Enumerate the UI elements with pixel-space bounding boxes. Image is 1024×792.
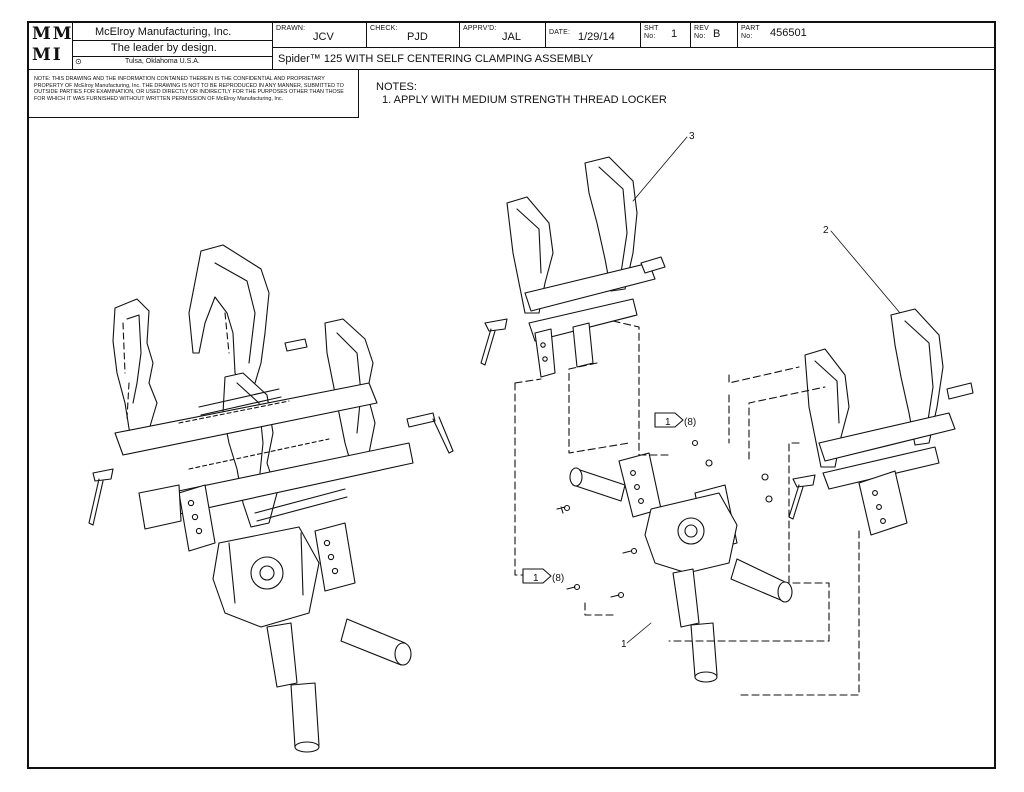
clamp-bars bbox=[114, 382, 414, 516]
rear-center-jaw bbox=[188, 244, 270, 390]
rev-value: B bbox=[713, 28, 721, 40]
date-value: 1/29/14 bbox=[578, 31, 615, 43]
side-plates bbox=[178, 484, 356, 592]
drawn-label: DRAWN: bbox=[276, 25, 306, 32]
notes-heading: NOTES: bbox=[376, 81, 417, 93]
company-divider-2 bbox=[73, 56, 273, 57]
balloon-1: 1 bbox=[621, 639, 627, 650]
drawn-value: JCV bbox=[313, 31, 334, 43]
loose-screws bbox=[556, 439, 773, 599]
part-label-1: PART bbox=[741, 25, 760, 32]
check-label: CHECK: bbox=[370, 25, 398, 32]
note-flag-lower-qty: (8) bbox=[552, 573, 564, 584]
drawing-sheet-border: M M M I McElroy Manufacturing, Inc. The … bbox=[27, 21, 996, 769]
assembly-drawing: 3 2 1 1 (8) 1 (8) bbox=[88, 131, 974, 753]
registered-icon: ⊙ bbox=[75, 57, 82, 66]
approved-label: APPRV'D: bbox=[463, 25, 497, 32]
sheet-value: 1 bbox=[671, 28, 678, 40]
note-flag-upper-number: 1 bbox=[665, 417, 671, 428]
sheet-label-2: No: bbox=[644, 33, 656, 40]
company-name: McElroy Manufacturing, Inc. bbox=[95, 26, 232, 38]
company-divider-1 bbox=[73, 40, 273, 41]
approved-box: APPRV'D: JAL bbox=[460, 23, 546, 48]
front-left-jaw bbox=[222, 372, 278, 528]
sheet-box: SHT No: 1 bbox=[641, 23, 691, 48]
date-label: DATE: bbox=[549, 29, 571, 36]
item-3-jaw-assembly bbox=[480, 156, 666, 378]
rev-box: REV No: B bbox=[691, 23, 738, 48]
confidential-note: NOTE: THIS DRAWING AND THE INFORMATION C… bbox=[34, 76, 344, 102]
part-value: 456501 bbox=[770, 27, 807, 39]
rev-label-2: No: bbox=[694, 33, 706, 40]
exploded-view bbox=[480, 136, 974, 696]
logo-box: M M M I bbox=[29, 23, 73, 70]
rollers-assembled bbox=[138, 484, 412, 666]
lead-screws bbox=[198, 388, 348, 522]
check-value: PJD bbox=[407, 31, 428, 43]
drawing-title: Spider™ 125 WITH SELF CENTERING CLAMPING… bbox=[278, 53, 594, 65]
balloon-leaders bbox=[626, 136, 901, 644]
company-box: McElroy Manufacturing, Inc. The leader b… bbox=[73, 23, 273, 70]
crank-handle-assembled bbox=[266, 622, 320, 753]
rear-left-jaw bbox=[112, 298, 158, 444]
logo-top: M M bbox=[32, 24, 72, 44]
logo-bottom: M I bbox=[32, 45, 61, 65]
drawn-box: DRAWN: JCV bbox=[273, 23, 367, 48]
check-box: CHECK: PJD bbox=[367, 23, 460, 48]
note-flag-lower-number: 1 bbox=[533, 573, 539, 584]
part-label-2: No: bbox=[741, 33, 753, 40]
item-1-hub-assembly bbox=[569, 452, 793, 683]
drawing-title-box: Spider™ 125 WITH SELF CENTERING CLAMPING… bbox=[273, 48, 994, 70]
balloon-3: 3 bbox=[689, 131, 695, 142]
company-tagline: The leader by design. bbox=[111, 42, 217, 54]
note-flag-upper-qty: (8) bbox=[684, 417, 696, 428]
handles-assembled bbox=[88, 338, 454, 526]
part-box: PART No: 456501 bbox=[738, 23, 994, 48]
confidential-box: NOTE: THIS DRAWING AND THE INFORMATION C… bbox=[29, 70, 359, 118]
date-box: DATE: 1/29/14 bbox=[546, 23, 641, 48]
item-2-jaw-assembly bbox=[788, 308, 974, 536]
balloon-2: 2 bbox=[823, 225, 829, 236]
note-flag-upper: 1 (8) bbox=[654, 412, 696, 428]
approved-value: JAL bbox=[502, 31, 521, 43]
sheet-label-1: SHT bbox=[644, 25, 659, 32]
center-hub bbox=[212, 526, 320, 628]
company-location: Tulsa, Oklahoma U.S.A. bbox=[125, 58, 200, 65]
note-flag-lower: 1 (8) bbox=[522, 568, 564, 584]
notes-item: 1. APPLY WITH MEDIUM STRENGTH THREAD LOC… bbox=[382, 94, 667, 106]
assembled-view bbox=[88, 244, 454, 753]
rev-label-1: REV bbox=[694, 25, 709, 32]
